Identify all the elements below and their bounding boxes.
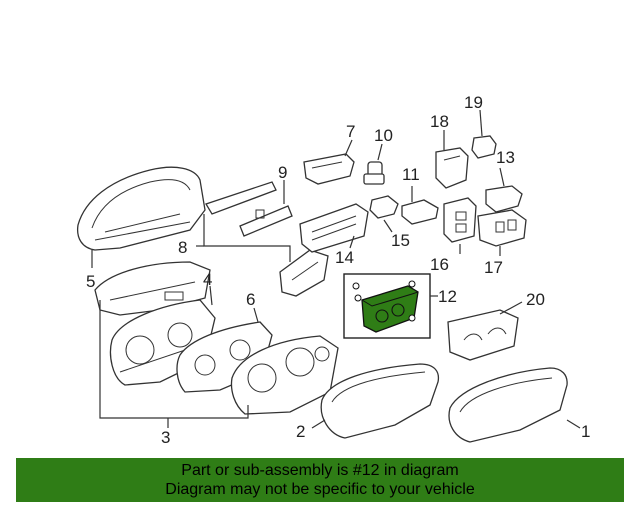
part-4-meter-panel[interactable] — [94, 261, 211, 316]
part-15-switch[interactable] — [369, 195, 399, 219]
part-9-bezel-strip[interactable] — [205, 181, 277, 215]
part-5-meter-visor[interactable] — [76, 166, 206, 251]
part-8-bracket[interactable] — [279, 249, 329, 297]
callout-16: 16 — [430, 255, 449, 274]
part-7-switch[interactable] — [303, 153, 355, 185]
part-2-meter-lens[interactable] — [320, 363, 440, 439]
callout-1: 1 — [581, 422, 590, 441]
callout-20: 20 — [526, 290, 545, 309]
callout-17: 17 — [484, 258, 503, 277]
callout-19: 19 — [464, 93, 483, 112]
part-20-control-panel[interactable] — [447, 309, 519, 361]
banner-line-1: Part or sub-assembly is #12 in diagram — [181, 462, 459, 479]
callout-10: 10 — [374, 126, 393, 145]
part-11-switch[interactable] — [401, 199, 439, 225]
part-18-switch[interactable] — [435, 147, 469, 189]
part-17-switch[interactable] — [477, 209, 527, 247]
callout-5: 5 — [86, 272, 95, 291]
callout-11: 11 — [402, 165, 420, 184]
part-gauge-cluster-front[interactable] — [230, 335, 339, 415]
part-13-switch[interactable] — [485, 185, 523, 213]
callout-8: 8 — [178, 238, 187, 257]
part-16-switch[interactable] — [443, 197, 477, 243]
callout-7: 7 — [346, 122, 355, 141]
callout-12: 12 — [438, 287, 457, 306]
part-1-lens-cover[interactable] — [448, 367, 568, 443]
callout-4: 4 — [203, 270, 212, 289]
part-10-knob[interactable] — [363, 161, 385, 185]
parts-diagram: 5 4 6 3 2 1 — [76, 93, 590, 447]
callout-9: 9 — [278, 163, 287, 182]
info-banner: Part or sub-assembly is #12 in diagram D… — [16, 458, 624, 502]
callout-14: 14 — [335, 248, 354, 267]
callout-15: 15 — [391, 231, 410, 250]
callout-6: 6 — [246, 290, 255, 309]
callout-13: 13 — [496, 148, 515, 167]
callout-18: 18 — [430, 112, 449, 131]
part-19-switch[interactable] — [471, 135, 497, 159]
part-14-switch-panel[interactable] — [299, 203, 369, 253]
part-9b-trim-strip[interactable] — [239, 205, 293, 237]
callout-3: 3 — [161, 428, 170, 447]
banner-line-2: Diagram may not be specific to your vehi… — [165, 481, 475, 498]
part-12-highlighted-assembly[interactable] — [343, 273, 431, 339]
callout-2: 2 — [296, 422, 305, 441]
